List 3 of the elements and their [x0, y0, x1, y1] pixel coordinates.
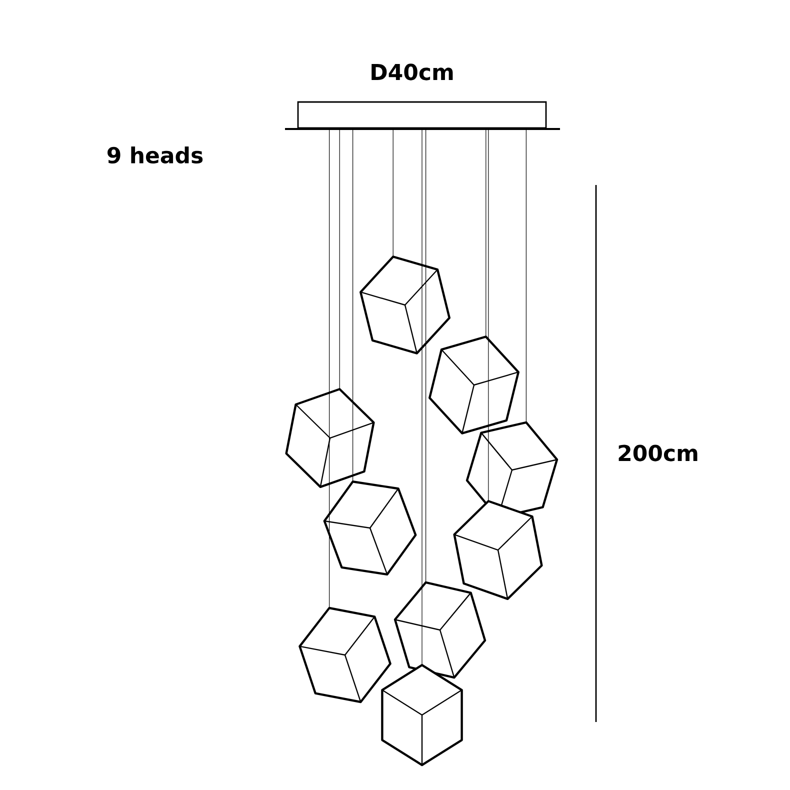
height-label: 200cm	[618, 444, 698, 462]
heads-count-label: 9 heads	[108, 146, 203, 164]
diameter-label: D40cm	[372, 64, 453, 80]
